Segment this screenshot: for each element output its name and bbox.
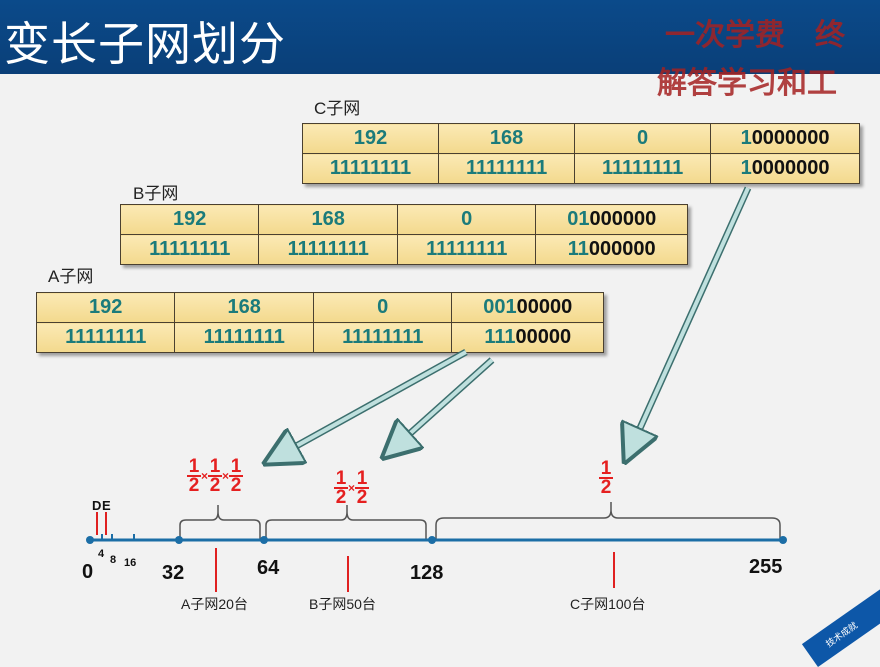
red-markers [96,512,615,592]
octet-cell: 168 [438,123,576,154]
last-octet-cell: 11000000 [535,234,688,265]
network-bits: 111 [484,326,516,348]
brace-b [265,505,427,540]
overlay-text-1: 一次学费 终 [665,18,845,53]
octet-cell: 192 [301,123,440,154]
diagram-lines [86,186,787,592]
network-bits: 1 [740,157,752,179]
network-bits: 11 [567,238,589,260]
octet-cell: 11111111 [35,322,176,353]
subnet-b-label: B子网50台 [309,596,376,612]
octet-cell: 0 [312,292,453,323]
label-0: 0 [82,561,94,583]
label-64: 64 [257,557,280,579]
octet-cell: 11111111 [301,153,440,184]
brace-c [435,502,781,540]
octet-cell: 11111111 [258,234,398,265]
tick-4: 4 [98,548,105,560]
braces [179,502,781,540]
network-bits: 001 [483,296,517,318]
label-128: 128 [410,562,444,584]
brace-a [179,505,261,540]
overlay-text-2: 解答学习和工 [657,66,837,101]
host-bits: 0000000 [751,157,830,179]
octet-cell: 168 [258,204,398,235]
subnet-c-label: C子网100台 [570,596,646,612]
last-octet-cell: 11100000 [451,322,604,353]
host-bits: 00000 [516,296,573,318]
last-octet-cell: 10000000 [710,123,860,154]
network-bits: 01 [567,208,590,230]
last-octet-cell: 01000000 [535,204,688,235]
octet-cell: 11111111 [312,322,453,353]
title-bar [0,0,880,74]
octet-cell: 11111111 [174,322,314,353]
octet-cell: 0 [574,123,712,154]
number-line-points [86,536,787,544]
tick-16: 16 [124,557,137,569]
host-bits: 000000 [589,208,657,230]
network-bits: 1 [740,127,752,149]
host-bits: 000000 [588,238,656,260]
c-subnet-label: C子网 [314,99,361,118]
label-32: 32 [162,562,185,584]
last-octet-cell: 00100000 [451,292,604,323]
octet-cell: 11111111 [119,234,260,265]
host-bits: 00000 [515,326,572,348]
host-bits: 0000000 [751,127,830,149]
octet-cell: 0 [396,204,537,235]
slide-title: 变长子网划分 [4,17,286,71]
b-subnet-label: B子网 [133,184,179,203]
a-subnet-label: A子网 [48,267,94,286]
label-255: 255 [749,556,783,578]
last-octet-cell: 10000000 [710,153,860,184]
octet-cell: 11111111 [438,153,576,184]
tick-8: 8 [110,554,117,566]
marker-d: D [92,498,102,513]
subnet-a-label: A子网20台 [181,596,248,612]
octet-cell: 11111111 [396,234,537,265]
octet-cell: 11111111 [574,153,712,184]
marker-e: E [102,498,111,513]
